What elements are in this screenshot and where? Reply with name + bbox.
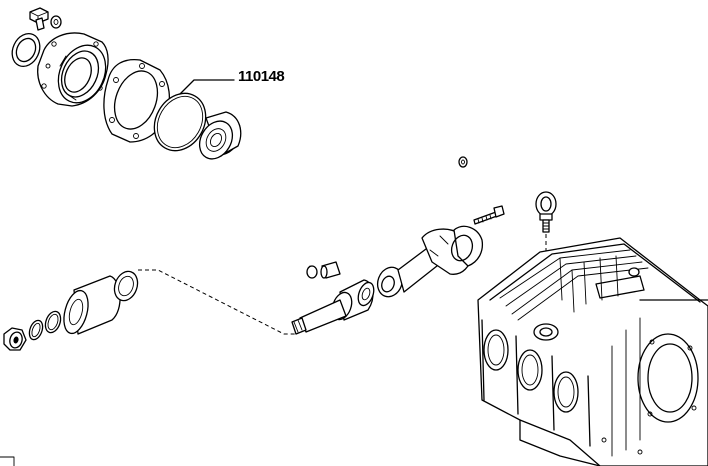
connecting-rod-part bbox=[376, 225, 484, 298]
washer-part bbox=[50, 15, 62, 29]
eye-bolt-part bbox=[535, 191, 557, 233]
small-washer-part bbox=[458, 156, 468, 168]
callout-leader-line bbox=[179, 79, 235, 95]
o-ring-110148-part bbox=[153, 92, 207, 152]
part-number-callout: 110148 bbox=[238, 68, 285, 85]
wrist-pin-part bbox=[320, 261, 341, 279]
crosshead-part bbox=[291, 279, 375, 335]
hex-nut-part bbox=[3, 327, 27, 351]
connecting-rod-screw-part bbox=[473, 205, 505, 225]
circlip-part bbox=[306, 265, 318, 279]
o-ring-small-part bbox=[44, 310, 62, 334]
spacer-washer-part bbox=[113, 270, 139, 302]
roller-bearing-part bbox=[198, 111, 242, 160]
plunger-sleeve-part bbox=[63, 275, 121, 335]
frame-corner-mark bbox=[0, 456, 15, 466]
gasket-part bbox=[103, 58, 171, 143]
crankcase-housing-part bbox=[477, 237, 708, 466]
bolt-part bbox=[29, 7, 49, 31]
seal-ring-small-part bbox=[28, 319, 44, 341]
assembly-axis-dashed-line bbox=[138, 269, 296, 335]
seal-ring-part bbox=[11, 32, 41, 68]
bearing-cover-flange-part bbox=[37, 32, 109, 107]
